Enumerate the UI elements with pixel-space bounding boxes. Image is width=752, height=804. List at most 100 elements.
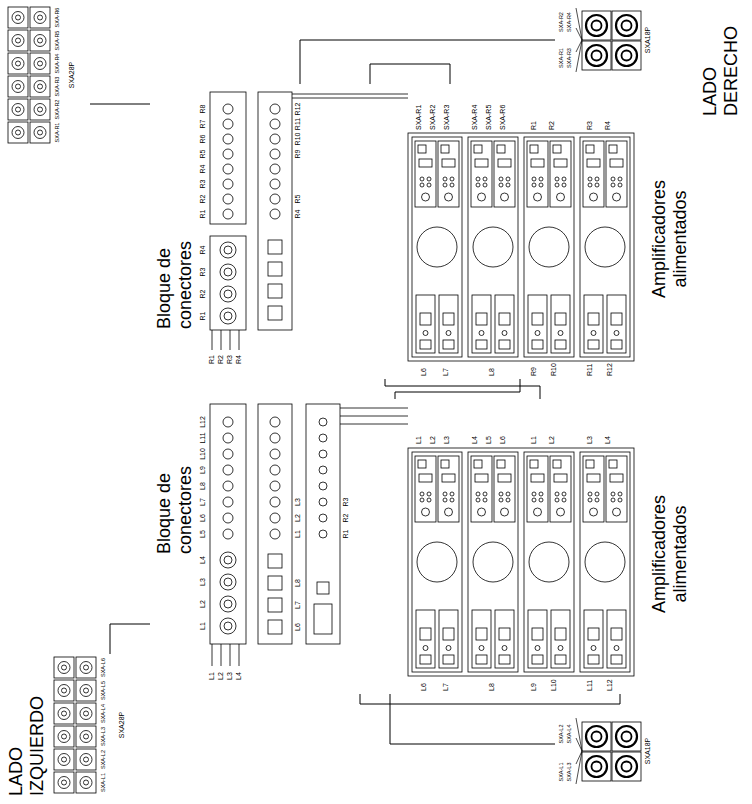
wire-label: SXA-L1 xyxy=(558,754,564,790)
wire-label: L8 xyxy=(488,675,496,691)
wire-label: SXA-R3 xyxy=(566,40,572,76)
wire-label: SXA-R4 xyxy=(471,86,479,130)
wire-label: L2 xyxy=(199,594,207,614)
wire-label: R1 xyxy=(530,86,538,130)
wire-label: R11 xyxy=(586,360,594,376)
signal-wire xyxy=(90,104,150,105)
wire-label: L7 xyxy=(442,360,450,376)
wire-label: L1 xyxy=(415,404,423,444)
signal-wire xyxy=(370,64,450,84)
wire-label: SXA-R5 xyxy=(54,29,60,52)
wire-label: R2 xyxy=(199,284,207,304)
wire-label: R3 xyxy=(226,350,234,364)
wire-label: L1 xyxy=(208,666,216,680)
wire-label: R4 xyxy=(199,240,207,260)
wire-label: SXA-R3 xyxy=(443,86,451,130)
wire-label: R2 xyxy=(199,192,207,206)
wire-label: R11 xyxy=(294,117,302,131)
wire-label: L11 xyxy=(199,430,207,446)
wire-label: SXA-R3 xyxy=(54,75,60,98)
wire-label: SXA-R1 xyxy=(54,121,60,144)
signal-wire xyxy=(390,694,555,744)
wire-label: R1 xyxy=(199,207,207,221)
wire-label: SXA-L6 xyxy=(100,656,106,679)
wire-label: SXA-R2 xyxy=(429,86,437,130)
wire-label: R9 xyxy=(530,360,538,376)
wire-label: L2 xyxy=(217,666,225,680)
model-label: SXA18P xyxy=(644,2,652,78)
wire-label: L2 xyxy=(294,510,302,526)
wire-label: L7 xyxy=(442,675,450,691)
wire-label: R9 xyxy=(294,147,302,161)
subwoofer-stack: SXA18P xyxy=(555,706,655,796)
wire-label: L5 xyxy=(485,404,493,444)
signal-wire xyxy=(110,624,150,654)
wire-label: R1 xyxy=(208,350,216,364)
wire-label: L4 xyxy=(604,404,612,444)
speaker-array: SXA28P xyxy=(4,4,90,146)
wire-label: L8 xyxy=(488,360,496,376)
side-title: LADO IZQUIERDO xyxy=(6,671,47,796)
wire-label: SXA-L4 xyxy=(100,702,106,725)
wire-label: R1 xyxy=(199,306,207,326)
wire-label: SXA-L5 xyxy=(100,679,106,702)
wire-label: R3 xyxy=(342,494,350,510)
wire-label: R4 xyxy=(199,162,207,176)
wire-label: L2 xyxy=(548,404,556,444)
model-label: SXA28P xyxy=(68,4,76,146)
connector-block: Bloque de conectores xyxy=(150,84,400,379)
wire-label: SXA-R2 xyxy=(558,4,564,40)
wire-label: L12 xyxy=(199,414,207,430)
wire-label: R3 xyxy=(199,262,207,282)
wire-label: R10 xyxy=(294,132,302,146)
wire-label: R12 xyxy=(294,102,302,116)
wire-label: L6 xyxy=(499,404,507,444)
wire-label: R10 xyxy=(550,360,558,376)
wire-label: SXA-R2 xyxy=(54,98,60,121)
wire-label: R5 xyxy=(294,192,302,206)
wire-label: R6 xyxy=(199,132,207,146)
wire-label: SXA-L1 xyxy=(100,771,106,794)
wire-label: L5 xyxy=(199,526,207,542)
wire-label: L8 xyxy=(199,478,207,494)
wire-label: R2 xyxy=(548,86,556,130)
wire-label: L1 xyxy=(530,404,538,444)
wire-label: SXA-L3 xyxy=(100,725,106,748)
wire-label: SXA-R5 xyxy=(485,86,493,130)
wire-label: SXA-R4 xyxy=(54,52,60,75)
wire-label: L6 xyxy=(199,510,207,526)
signal-wire xyxy=(360,694,620,704)
wire-label: L10 xyxy=(199,446,207,462)
wire-label: SXA-L2 xyxy=(100,748,106,771)
wire-label: L4 xyxy=(235,666,243,680)
wire-label: L9 xyxy=(199,462,207,478)
block-heading: Bloque de conectores xyxy=(154,214,195,329)
wire-label: L3 xyxy=(226,666,234,680)
wire-label: SXA-L4 xyxy=(566,716,572,752)
signal-wire xyxy=(385,379,540,399)
wire-label: SXA-L3 xyxy=(566,754,572,790)
wire-label: L4 xyxy=(199,550,207,570)
wire-label: R1 xyxy=(342,526,350,542)
signal-wire xyxy=(300,40,555,84)
wire-label: L3 xyxy=(294,494,302,510)
wire-label: R4 xyxy=(294,207,302,221)
signal-wire xyxy=(395,379,520,399)
wire-label: SXA-R1 xyxy=(558,40,564,76)
wire-label: L12 xyxy=(606,675,614,691)
side-title: LADO DERECHO xyxy=(700,4,741,116)
wire-label: SXA-R6 xyxy=(499,86,507,130)
wire-label: L11 xyxy=(586,675,594,691)
wire-label: SXA-L2 xyxy=(558,716,564,752)
connector-block: Bloque de conectores xyxy=(150,399,400,694)
speaker-array: SXA28P xyxy=(50,654,136,796)
wire-label: L3 xyxy=(586,404,594,444)
wire-label: R3 xyxy=(586,86,594,130)
wire-label: L3 xyxy=(443,404,451,444)
model-label: SXA18P xyxy=(644,706,652,796)
wire-label: SXA-R1 xyxy=(415,86,423,130)
wire-label: L6 xyxy=(420,675,428,691)
wire-label: L1 xyxy=(199,616,207,636)
